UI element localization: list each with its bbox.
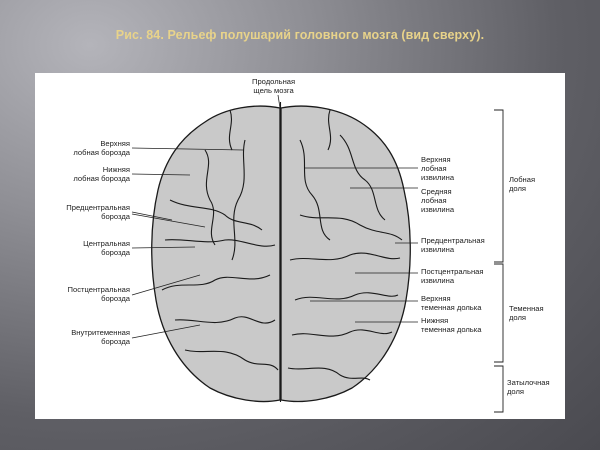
frontal-lobe-bracket: [494, 109, 504, 263]
label-intraparietal-sulcus: Внутритеменная борозда: [71, 328, 130, 346]
label-occipital-lobe: Затылочная доля: [507, 378, 550, 396]
parietal-lobe-bracket: [494, 263, 504, 363]
label-central-sulcus: Центральная борозда: [83, 239, 130, 257]
lobe-brackets: [494, 109, 504, 413]
label-frontal-lobe: Лобная доля: [509, 175, 536, 193]
sulci-lines: [161, 102, 403, 402]
label-parietal-lobe: Теменная доля: [509, 304, 544, 322]
label-superior-frontal-gyrus: Верхняя лобная извилина: [421, 155, 455, 182]
left-hemisphere: [151, 105, 281, 403]
label-inferior-frontal-sulcus: Нижняя лобная борозда: [73, 165, 130, 183]
label-middle-frontal-gyrus: Средняя лобная извилина: [421, 187, 455, 214]
occipital-lobe-bracket: [494, 365, 504, 413]
label-inferior-parietal-lobule: Нижняя теменная долька: [421, 316, 482, 334]
label-longitudinal-fissure: Продольная щель мозга: [252, 77, 296, 95]
label-postcentral-gyrus: Постцентральная извилина: [421, 267, 484, 285]
label-precentral-gyrus: Предцентральная извилина: [421, 236, 485, 254]
label-precentral-sulcus: Предцентральная борозда: [66, 203, 130, 221]
leader-lines: [131, 94, 418, 339]
right-hemisphere: [280, 105, 411, 403]
label-postcentral-sulcus: Постцентральная борозда: [67, 285, 130, 303]
slide-title: Рис. 84. Рельеф полушарий головного мозг…: [115, 28, 485, 42]
label-superior-frontal-sulcus: Верхняя лобная борозда: [73, 139, 130, 157]
label-superior-parietal-lobule: Верхняя теменная долька: [421, 294, 482, 312]
brain-illustration: [151, 105, 411, 403]
